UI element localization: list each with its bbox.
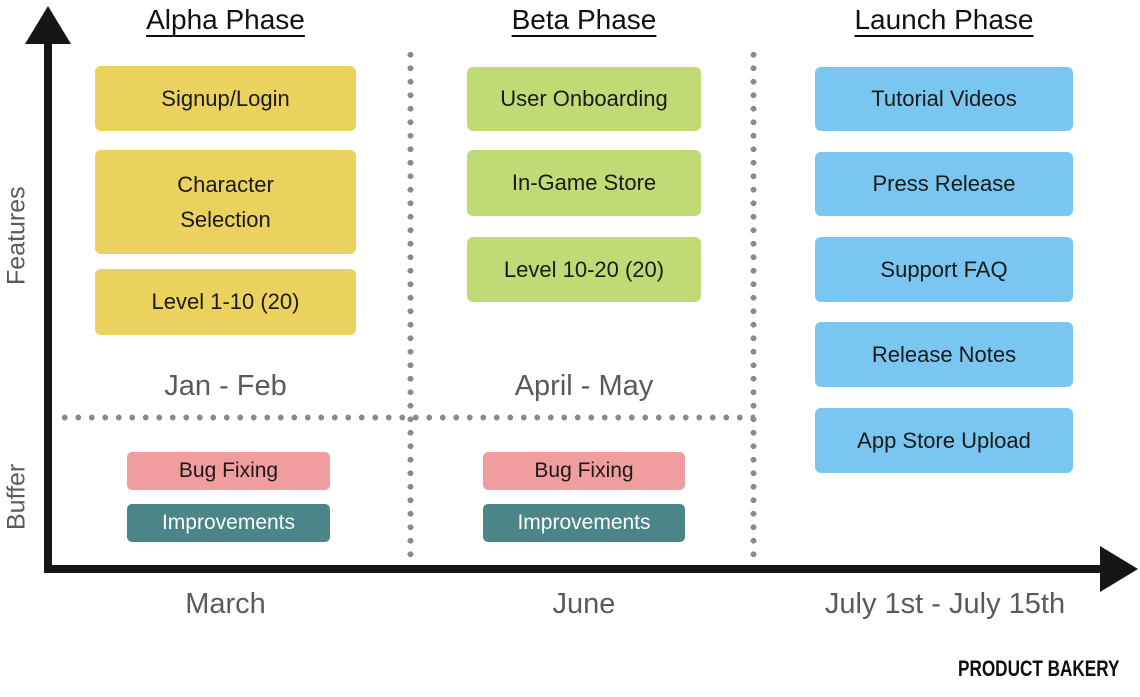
- phase-title-launch: Launch Phase: [854, 4, 1034, 35]
- feature-card: Tutorial Videos: [815, 67, 1073, 131]
- feature-card: Level 10-20 (20): [467, 237, 701, 302]
- feature-card: Character Selection: [95, 150, 356, 254]
- product-bakery-logo: PRODUCT BAKERY: [948, 644, 1140, 694]
- feature-card: Release Notes: [815, 322, 1073, 387]
- feature-card-label: Release Notes: [871, 341, 1017, 367]
- buffer-card-label: Bug Fixing: [178, 459, 279, 482]
- phase-title-beta: Beta Phase: [511, 4, 657, 35]
- timeline-label-march: March: [185, 588, 266, 620]
- feature-card-label: User Onboarding: [500, 86, 668, 112]
- feature-card-label: Tutorial Videos: [871, 86, 1017, 112]
- feature-card-label: Support FAQ: [880, 256, 1008, 282]
- features-buffer-divider: [58, 414, 755, 421]
- logo-text: PRODUCT BAKERY: [958, 656, 1120, 681]
- buffer-card-label: Improvements: [517, 511, 651, 534]
- column-divider-beta-launch: [750, 48, 757, 565]
- period-label-beta: April - May: [514, 370, 654, 402]
- feature-card: Press Release: [815, 152, 1073, 216]
- feature-card-label: App Store Upload: [857, 427, 1031, 453]
- feature-card: Level 1-10 (20): [95, 269, 356, 335]
- phase-title-alpha: Alpha Phase: [146, 4, 305, 35]
- axis-label-buffer: Buffer: [2, 463, 31, 531]
- column-divider-alpha-beta: [407, 48, 414, 565]
- buffer-card: Bug Fixing: [127, 452, 330, 490]
- axis-label-features: Features: [2, 186, 31, 286]
- x-axis: [44, 565, 1106, 573]
- feature-card: In-Game Store: [467, 150, 701, 216]
- buffer-card: Improvements: [483, 504, 685, 542]
- feature-card: Signup/Login: [95, 66, 356, 131]
- feature-card: App Store Upload: [815, 408, 1073, 473]
- timeline-label-july: July 1st - July 15th: [824, 588, 1066, 620]
- buffer-card-label: Bug Fixing: [534, 459, 634, 482]
- feature-card-label: Level 1-10 (20): [151, 289, 300, 315]
- timeline-label-june: June: [552, 588, 616, 620]
- feature-card: Support FAQ: [815, 237, 1073, 302]
- period-label-alpha: Jan - Feb: [164, 370, 287, 402]
- buffer-card: Improvements: [127, 504, 330, 542]
- feature-card-label: In-Game Store: [511, 170, 657, 196]
- feature-card-label: Signup/Login: [161, 85, 290, 111]
- x-axis-arrow: [1100, 546, 1138, 592]
- feature-card-label: Press Release: [872, 171, 1016, 197]
- feature-card-label: Character Selection: [177, 171, 274, 232]
- buffer-card: Bug Fixing: [483, 452, 685, 490]
- feature-card: User Onboarding: [467, 67, 701, 131]
- feature-card-label: Level 10-20 (20): [503, 256, 665, 282]
- y-axis: [44, 30, 52, 573]
- buffer-card-label: Improvements: [161, 511, 296, 534]
